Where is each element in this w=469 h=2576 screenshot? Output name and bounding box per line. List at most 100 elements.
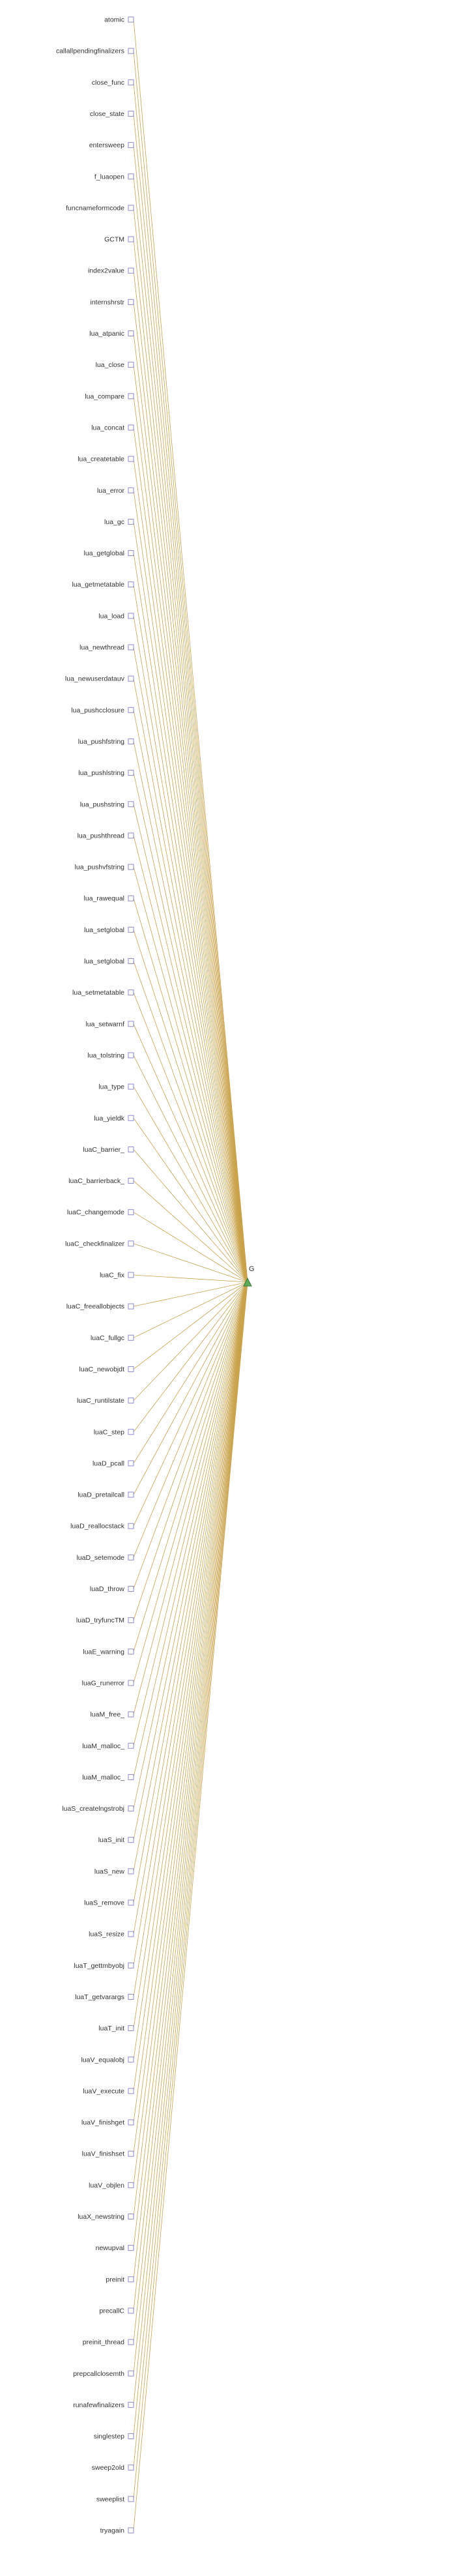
graph-node[interactable]: luaV_finishset [82,2150,134,2158]
call-edge [133,866,248,1283]
graph-node[interactable]: singlestep [94,2433,134,2440]
graph-node[interactable]: close_func [92,79,134,87]
graph-node[interactable]: internshrstr [90,299,134,306]
graph-node[interactable]: sweep2old [92,2464,134,2472]
graph-node[interactable]: luaC_checkfinalizer [65,1240,134,1248]
graph-node[interactable]: lua_newthread [79,644,134,652]
node-label: entersweep [89,141,124,149]
graph-node[interactable]: lua_compare [85,392,134,400]
graph-node[interactable]: close_state [90,110,134,118]
graph-node[interactable]: luaC_barrier_ [83,1146,134,1154]
node-label: lua_getglobal [84,549,124,557]
graph-node[interactable]: lua_setmetatable [72,989,134,997]
graph-node[interactable]: luaS_resize [89,1931,134,1939]
graph-node[interactable]: GCTM [104,236,134,244]
graph-node[interactable]: luaV_objlen [89,2182,134,2189]
graph-node[interactable]: luaD_setemode [76,1554,134,1562]
graph-node[interactable]: lua_gc [104,518,134,526]
graph-node[interactable]: luaV_execute [83,2087,134,2095]
graph-node[interactable]: lua_pushfstring [78,738,134,746]
call-edge [133,835,248,1283]
node-label: luaV_finishset [82,2150,124,2158]
graph-node[interactable]: luaC_newobjdt [79,1366,134,1373]
graph-node[interactable]: lua_concat [91,424,134,432]
graph-node[interactable]: callallpendingfinalizers [56,48,134,55]
target-node[interactable]: G [243,1265,255,1287]
graph-node[interactable]: luaC_runtilstate [77,1397,134,1405]
graph-node[interactable]: prepcallclosemth [73,2370,134,2378]
graph-node[interactable]: lua_createtable [78,456,134,463]
call-edge [133,1243,248,1283]
graph-node[interactable]: luaD_throw [90,1585,134,1593]
graph-node[interactable]: newupval [96,2244,134,2252]
node-label: luaX_newstring [78,2213,124,2221]
graph-node[interactable]: lua_setglobal [84,926,134,934]
graph-node[interactable]: luaD_reallocstack [70,1523,134,1530]
graph-node[interactable]: precallC [99,2307,134,2315]
graph-node[interactable]: lua_pushvfstring [75,864,134,871]
graph-node[interactable]: luaG_runerror [82,1679,134,1687]
graph-node[interactable]: luaC_fix [100,1272,134,1280]
graph-node[interactable]: sweeplist [96,2495,134,2503]
graph-node[interactable]: index2value [88,267,134,275]
node-label: preinit [106,2276,124,2283]
graph-node[interactable]: funcnameformcode [66,204,134,212]
graph-node[interactable]: lua_pushcclosure [71,707,134,714]
node-box-icon [128,895,134,901]
graph-node[interactable]: lua_newuserdatauv [65,675,134,683]
graph-node[interactable]: luaE_warning [83,1648,134,1656]
node-box-icon [128,205,134,211]
graph-node[interactable]: luaS_init [98,1836,134,1844]
graph-node[interactable]: atomic [104,16,134,24]
call-edge [133,1281,248,2060]
graph-node[interactable]: lua_setglobal [84,958,134,965]
graph-node[interactable]: luaM_malloc_ [82,1774,134,1781]
graph-node[interactable]: lua_error [97,487,134,495]
graph-node[interactable]: luaS_createlngstrobj [62,1805,134,1813]
graph-node[interactable]: lua_getglobal [84,549,134,557]
graph-node[interactable]: lua_tolstring [87,1051,134,1059]
graph-node[interactable]: lua_atpanic [89,330,134,338]
graph-node[interactable]: luaC_freeallobjects [66,1303,134,1311]
graph-node[interactable]: luaD_pretailcall [78,1491,134,1499]
graph-node[interactable]: preinit [106,2276,134,2283]
call-edge [133,333,248,1283]
node-label: newupval [96,2244,124,2252]
graph-node[interactable]: lua_pushlstring [78,769,134,777]
graph-node[interactable]: preinit_thread [83,2339,134,2347]
graph-node[interactable]: entersweep [89,141,134,149]
graph-node[interactable]: lua_load [98,612,134,620]
graph-node[interactable]: luaT_init [98,2025,134,2032]
node-label: luaM_malloc_ [82,1742,124,1750]
graph-node[interactable]: tryagain [100,2527,134,2535]
node-box-icon [128,299,134,305]
graph-node[interactable]: luaC_changemode [67,1208,134,1216]
graph-node[interactable]: luaX_newstring [78,2213,134,2221]
graph-node[interactable]: luaC_barrierback_ [68,1177,134,1185]
graph-node[interactable]: luaD_tryfuncTM [76,1617,134,1624]
graph-node[interactable]: lua_getmetatable [72,581,134,589]
graph-node[interactable]: luaD_pcall [92,1459,134,1467]
graph-node[interactable]: lua_pushthread [78,832,134,840]
graph-node[interactable]: luaS_remove [84,1899,134,1907]
graph-node[interactable]: luaV_equalobj [81,2056,134,2064]
graph-node[interactable]: luaS_new [94,1867,134,1875]
graph-node[interactable]: luaC_step [94,1428,134,1436]
graph-node[interactable]: luaM_malloc_ [82,1742,134,1750]
graph-node[interactable]: runafewfinalizers [73,2401,134,2409]
graph-node[interactable]: f_luaopen [94,173,134,181]
graph-node[interactable]: lua_close [96,361,134,369]
graph-node[interactable]: luaV_finishget [81,2119,134,2127]
graph-node[interactable]: luaM_free_ [90,1711,134,1719]
graph-node[interactable]: lua_rawequal [84,895,134,903]
graph-node[interactable]: lua_yieldk [94,1115,134,1122]
graph-node[interactable]: luaT_getvarargs [75,1993,134,2001]
graph-node[interactable]: lua_pushstring [80,800,134,808]
graph-node[interactable]: luaC_fullgc [91,1334,134,1342]
graph-node[interactable]: luaT_gettmbyobj [74,1962,134,1970]
node-label: luaS_createlngstrobj [62,1805,124,1813]
node-box-icon [128,2465,134,2471]
graph-node[interactable]: lua_type [98,1083,134,1091]
graph-node[interactable]: lua_setwarnf [85,1020,134,1028]
call-edge [133,1212,248,1283]
